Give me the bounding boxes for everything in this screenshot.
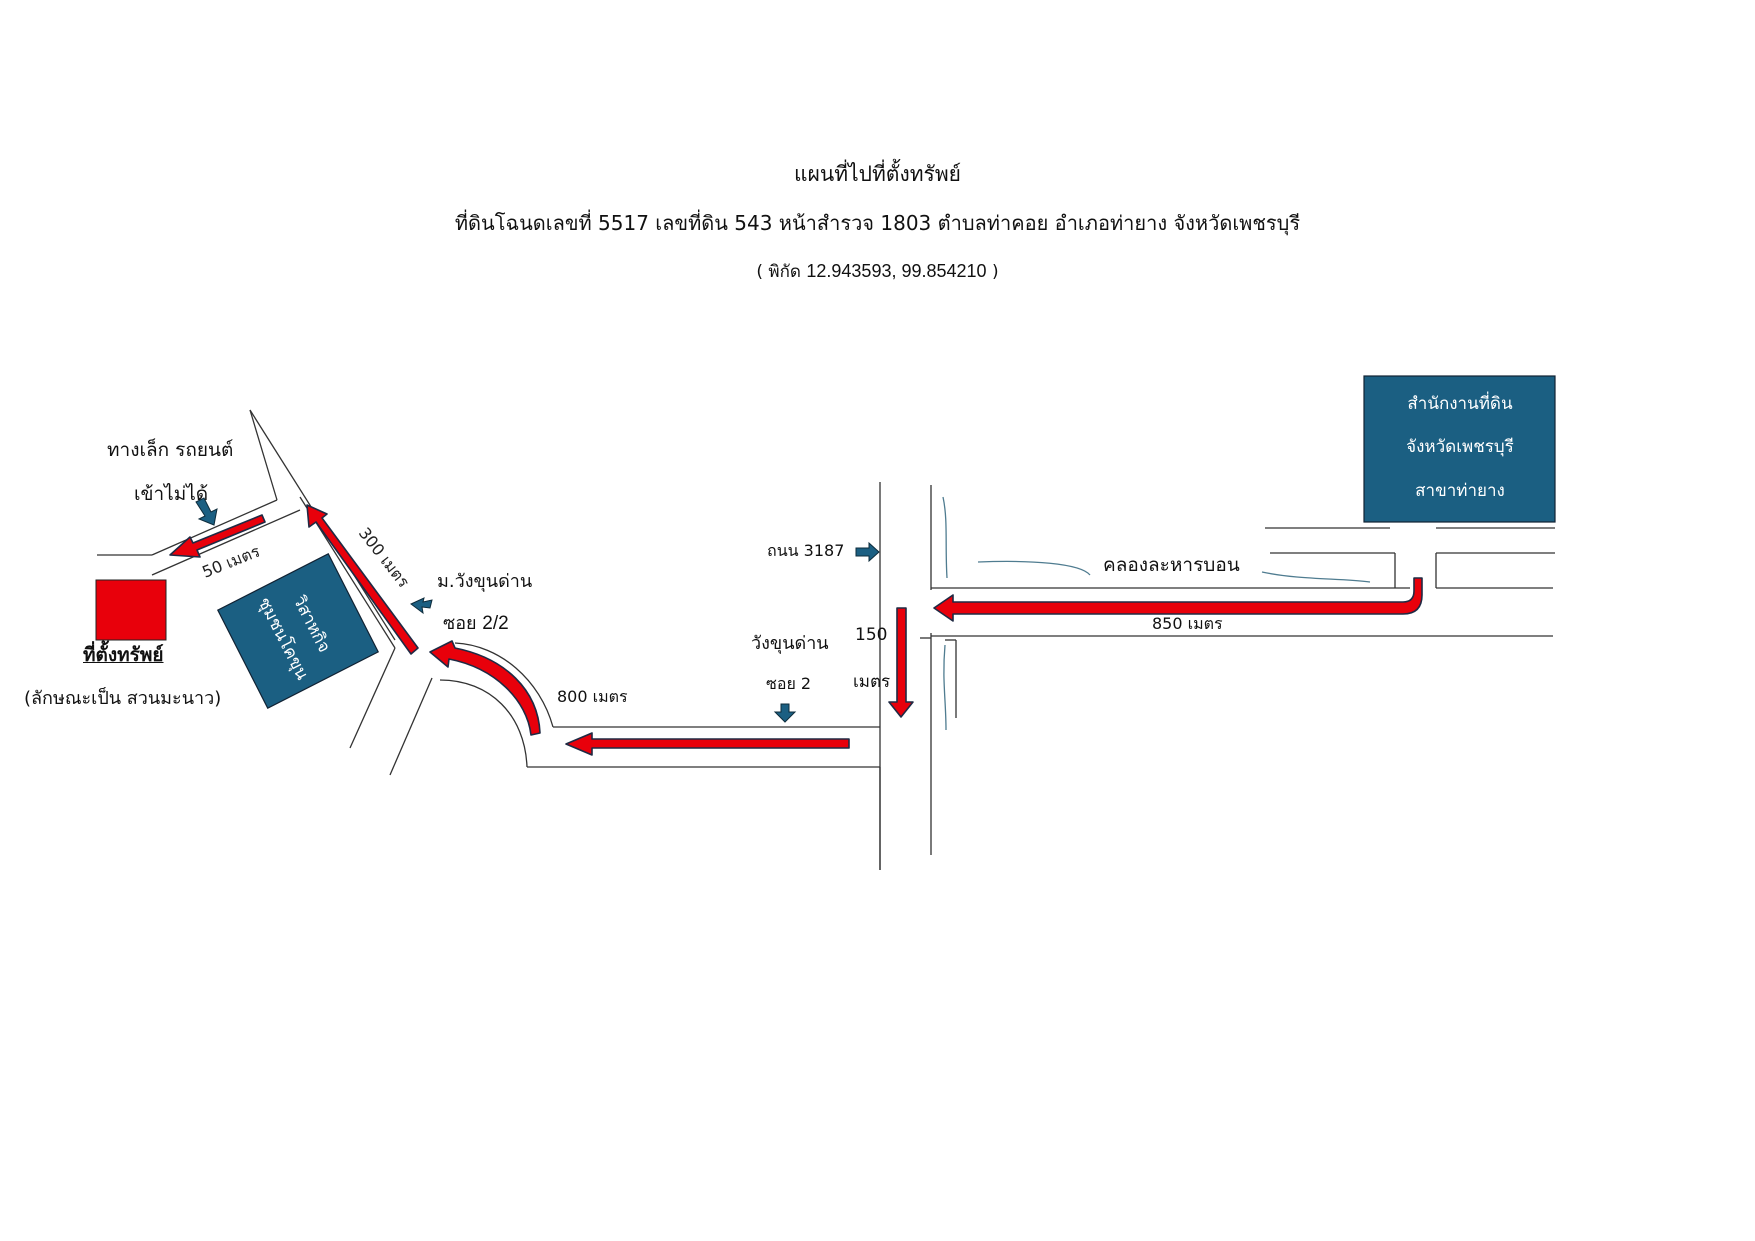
coords-value: 12.943593, 99.854210	[806, 261, 987, 281]
road-lines	[97, 409, 1555, 870]
pointer-arrows	[195, 497, 880, 723]
coordinates: ( พิกัด 12.943593, 99.854210 )	[0, 258, 1755, 285]
map-title: แผนที่ไปที่ตั้งทรัพย์	[794, 162, 961, 186]
label-soi-2: ซอย 2	[766, 674, 812, 693]
distance-150m-num: 150	[855, 625, 888, 645]
arrow-300m	[306, 504, 419, 655]
arrow-850m	[933, 577, 1423, 622]
label-small-path-2: เข้าไม่ได้	[134, 483, 209, 505]
property-marker	[95, 579, 167, 641]
soi22-prefix: ซอย	[443, 613, 483, 634]
coords-suffix: )	[986, 262, 999, 282]
coords-prefix: ( พิกัด	[756, 262, 807, 282]
enterprise-box: วิสาหกิจ ชุมชนโคขุน	[216, 553, 380, 709]
distance-800m: 800 เมตร	[557, 687, 628, 706]
map-subtitle: ที่ดินโฉนดเลขที่ 5517 เลขที่ดิน 543 หน้า…	[454, 211, 1301, 235]
label-road-3187: ถนน 3187	[767, 541, 845, 560]
property-label: ที่ตั้งทรัพย์	[83, 644, 164, 666]
arrow-800m	[565, 732, 850, 756]
pointer-wangkhundan	[410, 597, 433, 615]
soi22-value: 2/2	[482, 613, 509, 634]
label-soi-2-2: ซอย 2/2	[443, 608, 509, 637]
office-line3: สาขาท่ายาง	[1415, 481, 1505, 501]
pointer-road-3187	[855, 541, 880, 563]
curve-outer	[454, 642, 554, 728]
label-canal: คลองละหารบอน	[1103, 554, 1240, 576]
label-wangkhundan: วังขุนด่าน	[751, 633, 829, 654]
pointer-soi2	[773, 703, 797, 723]
curve-inner	[439, 679, 528, 768]
label-wangkhundan-2: ม.วังขุนด่าน	[437, 571, 533, 592]
arrow-150m	[888, 607, 914, 718]
route-arrows	[169, 504, 1423, 756]
label-small-path-1: ทางเล็ก รถยนต์	[107, 439, 234, 461]
canal-lines	[942, 496, 1371, 731]
pointer-small-path	[195, 497, 218, 526]
arrow-50m	[169, 514, 266, 558]
office-line1: สำนักงานที่ดิน	[1407, 391, 1513, 414]
distance-150m-unit: เมตร	[853, 672, 891, 692]
distance-50m: 50 เมตร	[199, 541, 263, 581]
distance-850m: 850 เมตร	[1152, 614, 1223, 633]
arrow-curve	[429, 640, 541, 736]
land-office-box: สำนักงานที่ดิน จังหวัดเพชรบุรี สาขาท่ายา…	[1363, 375, 1556, 523]
property-note: (ลักษณะเป็น สวนมะนาว)	[24, 688, 222, 709]
office-line2: จังหวัดเพชรบุรี	[1406, 437, 1514, 457]
